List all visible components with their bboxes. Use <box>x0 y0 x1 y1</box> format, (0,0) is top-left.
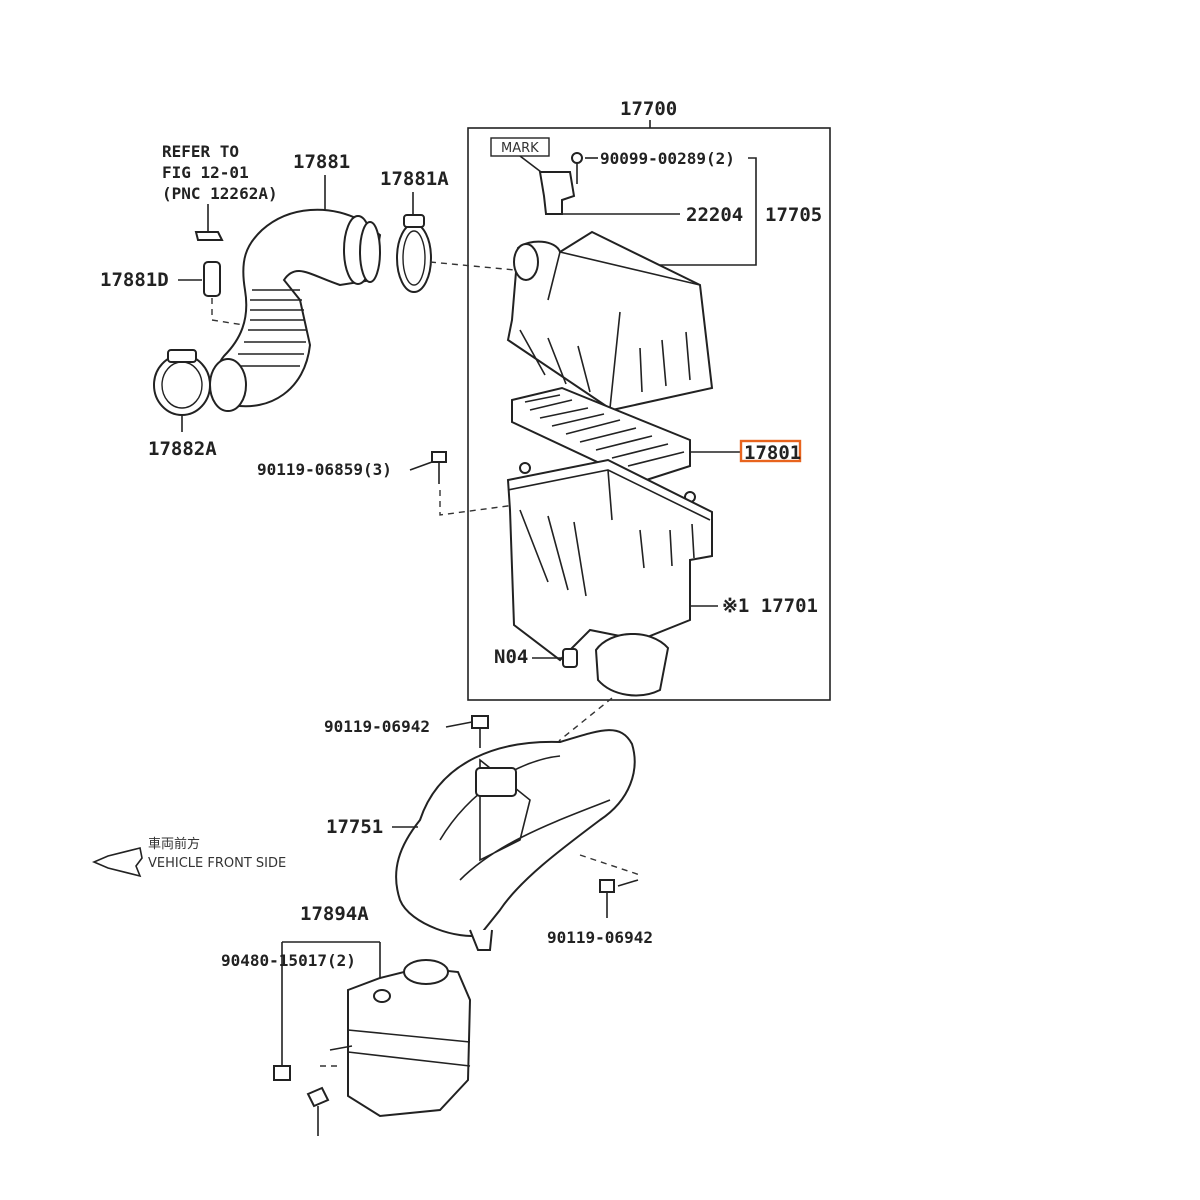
hose-clip-icon <box>203 261 221 297</box>
label-front-en: VEHICLE FRONT SIDE <box>148 856 286 871</box>
label-17881[interactable]: 17881 <box>293 151 350 173</box>
assembly-frame <box>467 127 831 701</box>
screw-icon <box>571 152 583 164</box>
label-17881A[interactable]: 17881A <box>380 168 449 190</box>
grommet-icon <box>562 648 578 668</box>
label-N04[interactable]: N04 <box>494 646 528 668</box>
label-17882A[interactable]: 17882A <box>148 438 217 460</box>
label-bolt-res[interactable]: 90480-15017(2) <box>221 951 356 970</box>
bolt-res-2-icon <box>306 1086 330 1108</box>
air-filter-element-icon <box>511 386 691 484</box>
resonator-icon <box>347 966 472 1118</box>
air-inlet-duct-icon <box>395 729 636 937</box>
bolt-icon <box>431 451 447 463</box>
label-17701[interactable]: ※1 17701 <box>722 595 818 617</box>
label-17881D[interactable]: 17881D <box>100 269 169 291</box>
label-screw-top[interactable]: 90099-00289(2) <box>600 149 735 168</box>
bolt-lower-icon <box>599 879 615 893</box>
vehicle-front-arrow-icon <box>91 847 143 878</box>
label-front-jp: 車両前方 <box>148 836 200 852</box>
breather-pipe-icon <box>194 231 224 241</box>
bolt-res-1-icon <box>273 1065 291 1081</box>
label-17705[interactable]: 17705 <box>765 204 822 226</box>
highlight-17801 <box>739 439 802 463</box>
filter-case-icon <box>506 458 713 662</box>
label-22204[interactable]: 22204 <box>686 204 743 226</box>
label-bolt-lower[interactable]: 90119-06942 <box>547 928 653 947</box>
label-bolt-side[interactable]: 90119-06859(3) <box>257 460 392 479</box>
label-17700[interactable]: 17700 <box>620 98 677 120</box>
case-outlet-icon <box>594 633 670 697</box>
label-refer-2: FIG 12-01 <box>162 163 249 182</box>
hose-end-clamp-icon <box>209 358 247 412</box>
label-mark: MARK <box>501 141 539 156</box>
bolt-upper-icon <box>471 715 489 729</box>
label-17751[interactable]: 17751 <box>326 816 383 838</box>
label-refer-3: (PNC 12262A) <box>162 184 278 203</box>
maf-sensor-icon <box>538 171 576 215</box>
label-bolt-upper[interactable]: 90119-06942 <box>324 717 430 736</box>
label-refer-1: REFER TO <box>162 142 239 161</box>
label-17801[interactable]: 17801 <box>744 442 801 464</box>
label-17894A[interactable]: 17894A <box>300 903 369 925</box>
